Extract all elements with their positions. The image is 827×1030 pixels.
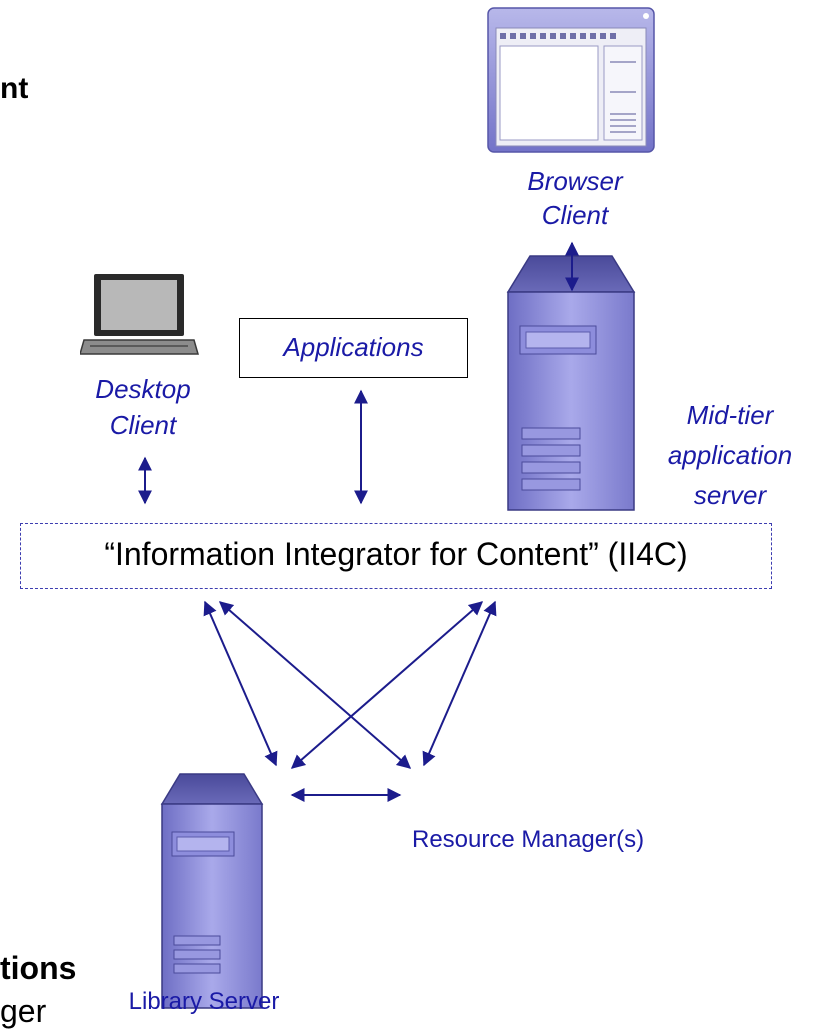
library-server-label: Library Server [128,988,280,1015]
laptop-icon [80,274,199,355]
midtier-label-line3: server [693,480,767,510]
ii4c-library-arrow-left [203,600,278,767]
ii4c-resource-arrow-right [422,600,497,767]
clipped-text-fragment-bottom: ger [0,993,47,1029]
browser-window-icon [487,7,655,153]
applications-label: Applications [283,332,424,362]
midtier-label-line2: application [667,440,793,470]
browser-client-label-line1: Browser [527,166,623,196]
applications-box: Applications [239,318,468,378]
resource-managers-label: Resource Manager(s) [412,826,645,853]
server-tower-icon [160,773,264,1009]
clipped-heading-fragment-bottom: tions [0,950,77,986]
browser-client-label-line2: Client [541,200,609,230]
desktop-client-label-line2: Client [109,410,177,440]
desktop-client-label-line1: Desktop [95,374,191,404]
ii4c-library-arrow-right [290,601,484,769]
ii4c-resource-arrow-left [218,601,412,769]
midtier-label-line1: Mid-tier [686,400,774,430]
server-tower-icon [506,255,636,511]
ii4c-label: “Information Integrator for Content” (II… [104,536,688,572]
ii4c-box: “Information Integrator for Content” (II… [20,523,772,589]
clipped-heading-fragment: nt [0,72,29,105]
